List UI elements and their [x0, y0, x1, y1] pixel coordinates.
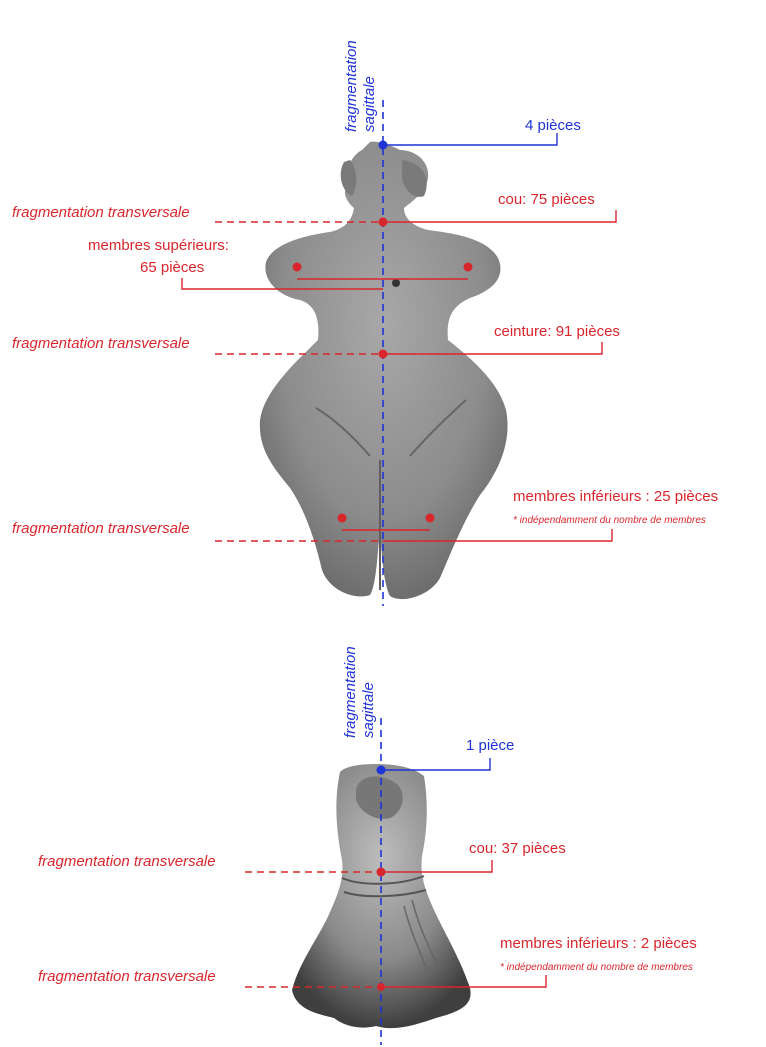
figure2-neck-count: cou: 37 pièces [469, 840, 566, 857]
figure2-legs-count: membres inférieurs : 2 pièces [500, 935, 697, 952]
figure2-trans-label-2: fragmentation transversale [38, 968, 216, 985]
figure1-arms-label-2: 65 pièces [140, 259, 204, 276]
figure1-sagittal-label-1: fragmentation [343, 40, 360, 132]
figurine-1-hole [392, 279, 400, 287]
figure1-arm-point-left [293, 263, 302, 272]
figure1-legs-count: membres inférieurs : 25 pièces [513, 488, 718, 505]
figure2-sagittal-label-1: fragmentation [342, 646, 359, 738]
figure1-head-count: 4 pièces [525, 117, 581, 134]
figure1-head-leader [383, 133, 557, 145]
figure1-neck-leader [383, 210, 616, 222]
figure2-head-point [377, 766, 386, 775]
figure2-neck-point [377, 868, 386, 877]
figure1-leg-point-left [338, 514, 347, 523]
figure1-head-point [379, 141, 388, 150]
figure2-legs-note: * indépendamment du nombre de membres [500, 962, 693, 973]
figure1-legs-note: * indépendamment du nombre de membres [513, 515, 706, 526]
figure2-legs-point [377, 983, 385, 991]
figure1-neck-point [379, 218, 388, 227]
figure1-arms-label-1: membres supérieurs: [88, 237, 229, 254]
figure2-head-count: 1 pièce [466, 737, 514, 754]
figure2-trans-label-1: fragmentation transversale [38, 853, 216, 870]
figure1-waist-point [379, 350, 388, 359]
figure1-neck-count: cou: 75 pièces [498, 191, 595, 208]
figure1-trans-label-3: fragmentation transversale [12, 520, 190, 537]
figure1-sagittal-label-2: sagittale [361, 76, 378, 132]
figure1-trans-label-2: fragmentation transversale [12, 335, 190, 352]
figure1-arm-point-right [464, 263, 473, 272]
figure1-leg-point-right [426, 514, 435, 523]
figure1-waist-count: ceinture: 91 pièces [494, 323, 620, 340]
figure2-sagittal-label-2: sagittale [360, 682, 377, 738]
figure1-trans-label-1: fragmentation transversale [12, 204, 190, 221]
